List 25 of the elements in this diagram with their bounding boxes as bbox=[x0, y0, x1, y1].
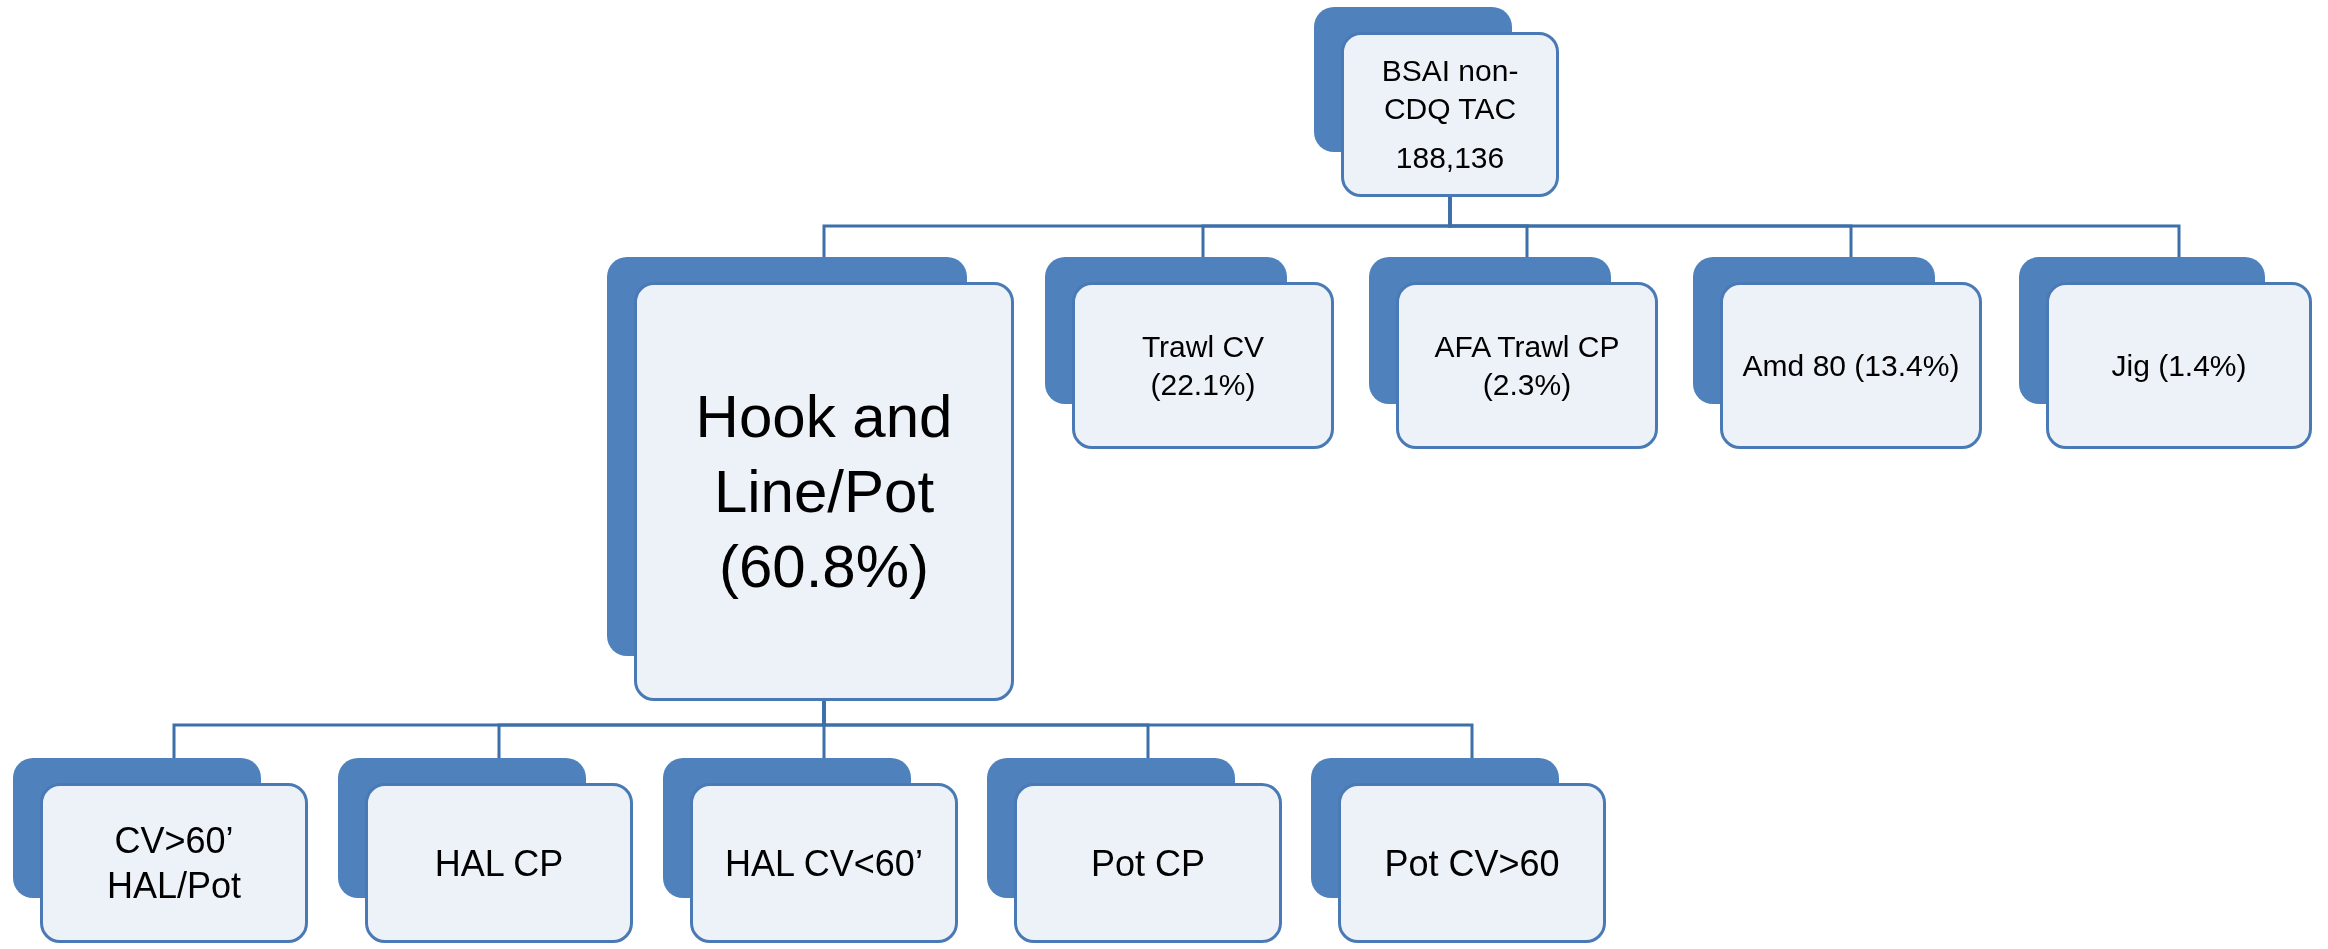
node-box bbox=[634, 282, 1014, 701]
node-box bbox=[1396, 282, 1658, 449]
node-box bbox=[365, 783, 633, 943]
node-label: Hook and Line/Pot (60.8%) bbox=[694, 382, 954, 602]
node-box bbox=[1014, 783, 1282, 943]
node-label: Amd 80 (13.4%) bbox=[1742, 347, 1960, 384]
node-label: Pot CV>60 bbox=[1384, 841, 1560, 886]
node-box bbox=[690, 783, 958, 943]
node-label: CV>60’ HAL/Pot bbox=[105, 819, 243, 908]
node-label: Pot CP bbox=[1090, 841, 1205, 886]
node-label: HAL CV<60’ bbox=[725, 841, 923, 886]
node-box bbox=[1338, 783, 1606, 943]
node-label: Trawl CV (22.1%) bbox=[1140, 329, 1266, 403]
connector-line bbox=[822, 701, 1474, 758]
node-box bbox=[2046, 282, 2312, 449]
node-box bbox=[40, 783, 308, 943]
node-box bbox=[1341, 32, 1559, 197]
node-label: 188,136 bbox=[1395, 140, 1505, 177]
node-label: HAL CP bbox=[434, 841, 564, 886]
node-label: AFA Trawl CP (2.3%) bbox=[1433, 329, 1621, 403]
node-label: Jig (1.4%) bbox=[2111, 347, 2247, 384]
node-box bbox=[1720, 282, 1982, 449]
node-box bbox=[1072, 282, 1334, 449]
connector-line bbox=[1448, 197, 2181, 257]
node-label: BSAI non-CDQ TAC bbox=[1380, 53, 1520, 127]
